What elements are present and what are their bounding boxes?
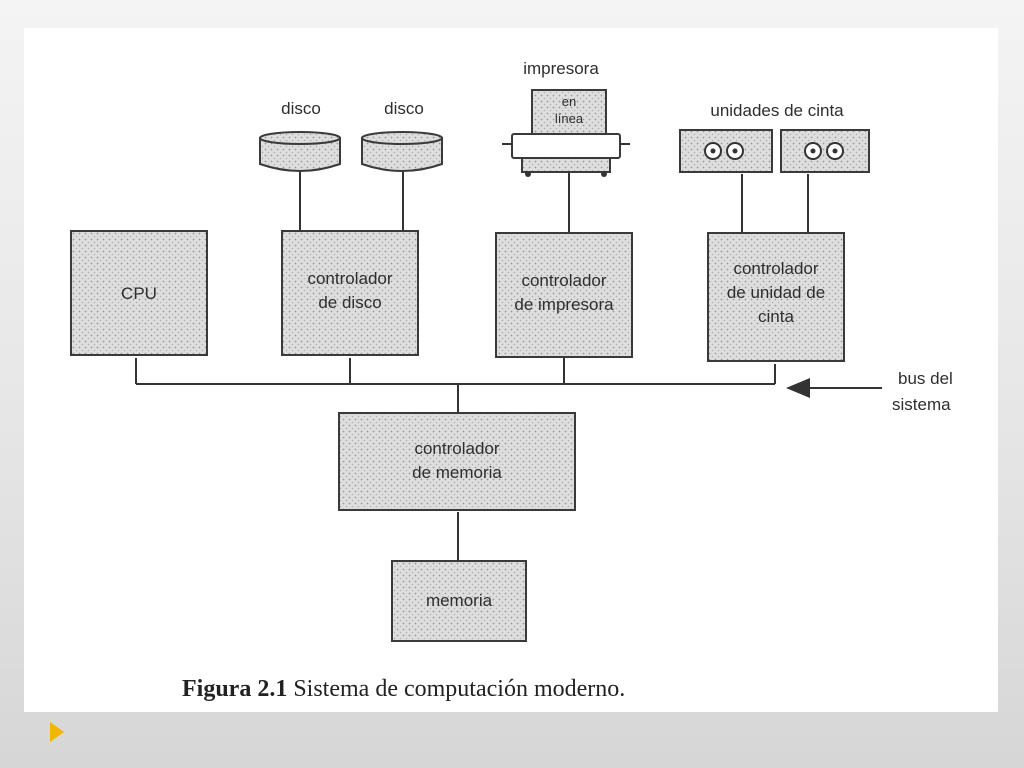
system-bus-label-line-2: sistema (892, 395, 951, 414)
memory-controller-box (338, 412, 576, 511)
cpu-box (70, 230, 208, 356)
printer-controller-label-line-1: controlador (521, 271, 606, 290)
tape-controller-box (707, 232, 845, 362)
scanned-figure: impresora en línea disco disco unidades … (24, 28, 998, 712)
disk-controller-box (281, 230, 419, 356)
printer-label: impresora (523, 59, 599, 78)
printer-icon (502, 89, 630, 177)
figure-caption-text: Sistema de computación moderno. (287, 676, 625, 702)
disk-controller-label-line-1: controlador (307, 269, 392, 288)
disk-1-label: disco (281, 99, 321, 118)
tape-controller-label-line-1: controlador (733, 259, 818, 278)
printer-paper-line-1: en (562, 94, 576, 109)
memory-box (391, 560, 527, 642)
printer-paper-line-2: línea (555, 111, 584, 126)
figure-caption-number: Figura 2.1 (182, 676, 287, 702)
memory-controller-label-line-2: de memoria (412, 463, 502, 482)
tape-controller-label-line-2: de unidad de (727, 283, 825, 302)
printer-controller-box (495, 232, 633, 358)
printer-controller-label-line-2: de impresora (514, 295, 614, 314)
disk-2-icon (361, 131, 443, 172)
connector-lines (135, 171, 809, 562)
memory-controller-label-line-1: controlador (414, 439, 499, 458)
figure-caption: Figura 2.1 Sistema de computación modern… (182, 676, 625, 702)
disk-controller-label-line-2: de disco (318, 293, 381, 312)
tape-unit-2-icon (780, 129, 870, 173)
tape-units-label: unidades de cinta (710, 101, 844, 120)
cpu-label: CPU (121, 284, 157, 303)
memory-label: memoria (426, 591, 493, 610)
disk-1-icon (259, 131, 341, 172)
disk-2-label: disco (384, 99, 424, 118)
tape-unit-1-icon (679, 129, 773, 173)
play-triangle-icon[interactable] (50, 722, 64, 742)
tape-controller-label-line-3: cinta (758, 307, 794, 326)
computer-system-diagram: impresora en línea disco disco unidades … (70, 59, 953, 702)
system-bus-label-line-1: bus del (898, 369, 953, 388)
